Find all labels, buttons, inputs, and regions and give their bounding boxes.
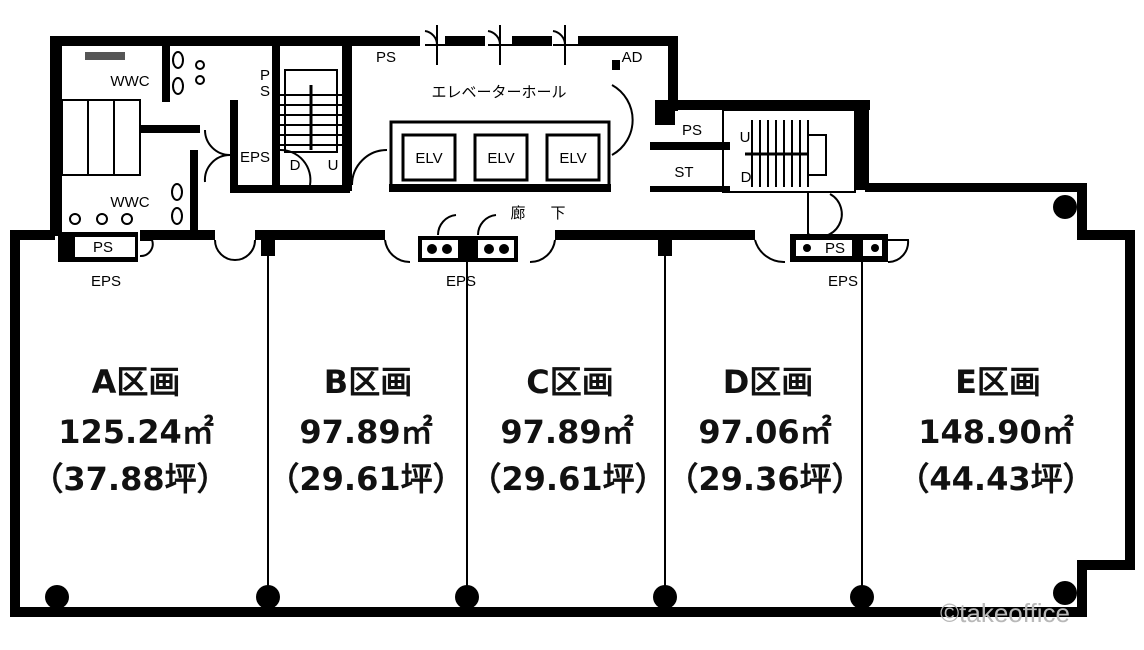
unit-name: D区画: [723, 363, 814, 401]
elv-label-2: ELV: [487, 150, 514, 167]
unit-area-tsubo: （37.88坪）: [31, 460, 228, 498]
ad-label: AD: [622, 49, 643, 66]
unit-name: A区画: [92, 363, 181, 401]
unit-d: D区画 97.06㎡ （29.36坪）: [666, 363, 863, 498]
unit-area-m2: 97.06㎡: [698, 413, 831, 451]
unit-area-tsubo: （29.61坪）: [469, 460, 666, 498]
elv-label-3: ELV: [559, 150, 586, 167]
elv-label-1: ELV: [415, 150, 442, 167]
ps-left-bottom-label: PS: [93, 239, 113, 256]
wwc-upper-label: WWC: [110, 73, 149, 90]
unit-area-m2: 125.24㎡: [58, 413, 214, 451]
elevator-hall-label: エレベーターホール: [431, 84, 566, 101]
doors: [139, 25, 910, 264]
unit-a: A区画 125.24㎡ （37.88坪）: [31, 363, 228, 498]
unit-e: E区画 148.90㎡ （44.43坪）: [897, 363, 1094, 498]
stair-right-down-label: D: [741, 169, 752, 186]
room-labels: WWC WWC PS P S EPS D U エレベーターホール ELV ELV…: [91, 49, 858, 290]
unit-name: B区画: [324, 363, 412, 401]
partitions: [261, 232, 863, 597]
columns: [45, 195, 1077, 609]
corridor-label-2: 下: [550, 205, 565, 222]
eps-right-label: EPS: [828, 273, 858, 290]
walls: [10, 36, 1135, 617]
ps-vertical-s: S: [260, 83, 270, 100]
toilet-fixtures: [61, 51, 205, 225]
unit-area-m2: 148.90㎡: [918, 413, 1074, 451]
unit-area-m2: 97.89㎡: [500, 413, 633, 451]
unit-area-tsubo: （44.43坪）: [897, 460, 1094, 498]
unit-name: C区画: [526, 363, 614, 401]
stair-left-down-label: D: [290, 157, 301, 174]
unit-b: B区画 97.89㎡ （29.61坪）: [267, 363, 464, 498]
eps-center-label: EPS: [446, 273, 476, 290]
watermark: ©takeoffice: [940, 598, 1070, 628]
stair-left-up-label: U: [328, 157, 339, 174]
unit-c: C区画 97.89㎡ （29.61坪）: [469, 363, 666, 498]
ps-top-label: PS: [376, 49, 396, 66]
corridor-label-1: 廊: [510, 205, 525, 222]
eps-left-label: EPS: [91, 273, 121, 290]
ps-right-bottom-label: PS: [825, 240, 845, 257]
unit-area-m2: 97.89㎡: [299, 413, 432, 451]
stairs: [280, 69, 827, 187]
unit-name: E区画: [955, 363, 1041, 401]
eps-core-label: EPS: [240, 149, 270, 166]
stair-right-up-label: U: [740, 129, 751, 146]
st-label: ST: [674, 164, 693, 181]
unit-area-tsubo: （29.36坪）: [666, 460, 863, 498]
unit-area-tsubo: （29.61坪）: [267, 460, 464, 498]
ps-vertical-p: P: [260, 67, 270, 84]
ps-right-label: PS: [682, 122, 702, 139]
elevator-cars: [401, 133, 601, 182]
wwc-lower-label: WWC: [110, 194, 149, 211]
